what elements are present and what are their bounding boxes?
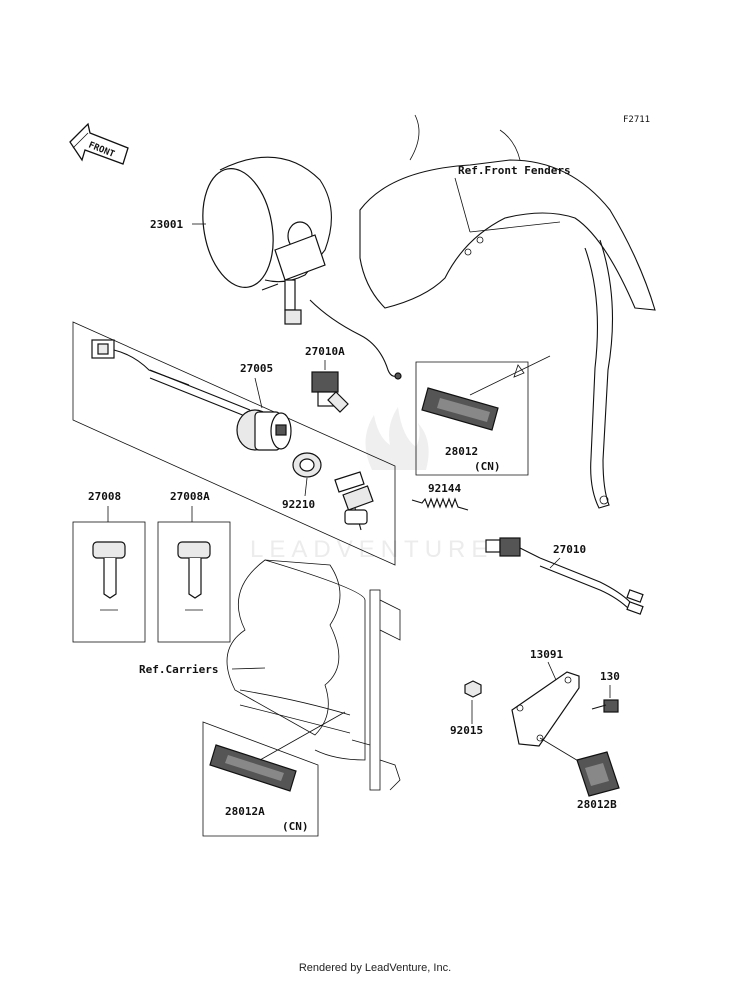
callout-130: 130	[600, 670, 620, 683]
callout-28012-cn: (CN)	[474, 460, 501, 473]
callout-92144: 92144	[428, 482, 461, 495]
callout-27005: 27005	[240, 362, 273, 375]
callout-92015: 92015	[450, 724, 483, 737]
reflector-28012-part	[415, 355, 551, 476]
callout-28012a-cn: (CN)	[282, 820, 309, 833]
callout-27010: 27010	[553, 543, 586, 556]
nut-92210-part	[292, 452, 322, 478]
key-set-part	[334, 471, 374, 531]
bolt-130-part	[591, 699, 619, 713]
headlamp-part	[202, 156, 402, 380]
key-27008-part	[72, 521, 146, 643]
watermark-text: LEADVENTURE	[250, 536, 493, 563]
callout-28012b: 28012B	[577, 798, 617, 811]
key-27008a-part	[157, 521, 231, 643]
ref-carriers-label: Ref.Carriers	[139, 663, 218, 676]
callout-27008: 27008	[88, 490, 121, 503]
ref-front-fenders-label: Ref.Front Fenders	[458, 164, 571, 177]
figure-id: F2711	[623, 115, 650, 125]
nut-92015-part	[464, 680, 482, 698]
callout-28012: 28012	[445, 445, 478, 458]
front-arrow-icon: FRONT	[69, 122, 129, 165]
switch-27010a-part	[311, 371, 349, 413]
front-fender-outline	[359, 114, 656, 509]
switch-27010-part	[485, 537, 644, 615]
bracket-13091-part	[511, 671, 581, 763]
footer-credit: Rendered by LeadVenture, Inc.	[298, 962, 452, 974]
reflector-28012a-part	[202, 711, 346, 837]
watermark-logo: LEADVENTURE	[250, 407, 493, 563]
main-switch-part	[91, 339, 292, 451]
reflector-28012b-part	[576, 751, 620, 797]
spring-92144-part	[411, 497, 469, 511]
callout-27010a: 27010A	[305, 345, 345, 358]
callout-28012a: 28012A	[225, 805, 265, 818]
callout-13091: 13091	[530, 648, 563, 661]
ignition-group-frame	[72, 321, 396, 566]
callout-27008a: 27008A	[170, 490, 210, 503]
callout-92210: 92210	[282, 498, 315, 511]
callout-23001: 23001	[150, 218, 183, 231]
carrier-outline	[226, 559, 401, 791]
